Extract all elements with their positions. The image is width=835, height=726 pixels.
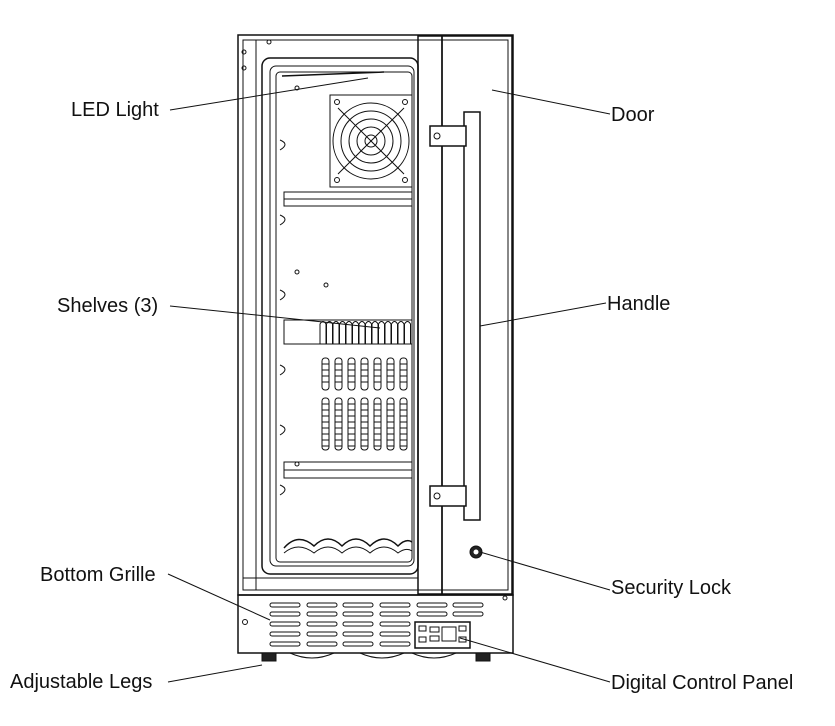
label-security-lock: Security Lock <box>611 577 732 599</box>
shelf-2 <box>283 319 413 345</box>
bottle-rack <box>283 538 413 554</box>
rear-vents <box>321 357 408 451</box>
leader-lines <box>167 77 611 683</box>
label-led-light: LED Light <box>71 99 159 121</box>
label-adjustable-legs: Adjustable Legs <box>10 671 152 693</box>
handle <box>429 111 481 521</box>
bottom-grille <box>237 594 514 654</box>
shelves <box>283 191 413 479</box>
security-lock <box>469 545 483 559</box>
labels: LED Light Door Shelves (3) Handle Bottom… <box>10 99 793 694</box>
label-shelves: Shelves (3) <box>57 295 158 317</box>
label-bottom-grille: Bottom Grille <box>40 564 156 586</box>
interior-chamber <box>261 57 419 575</box>
label-door: Door <box>611 104 655 126</box>
control-panel <box>414 621 471 649</box>
label-digital-control-panel: Digital Control Panel <box>611 672 793 694</box>
fan <box>329 94 413 188</box>
label-handle: Handle <box>607 293 670 315</box>
adjustable-legs <box>261 652 491 662</box>
led-light-strip <box>281 71 385 77</box>
door <box>417 35 513 595</box>
